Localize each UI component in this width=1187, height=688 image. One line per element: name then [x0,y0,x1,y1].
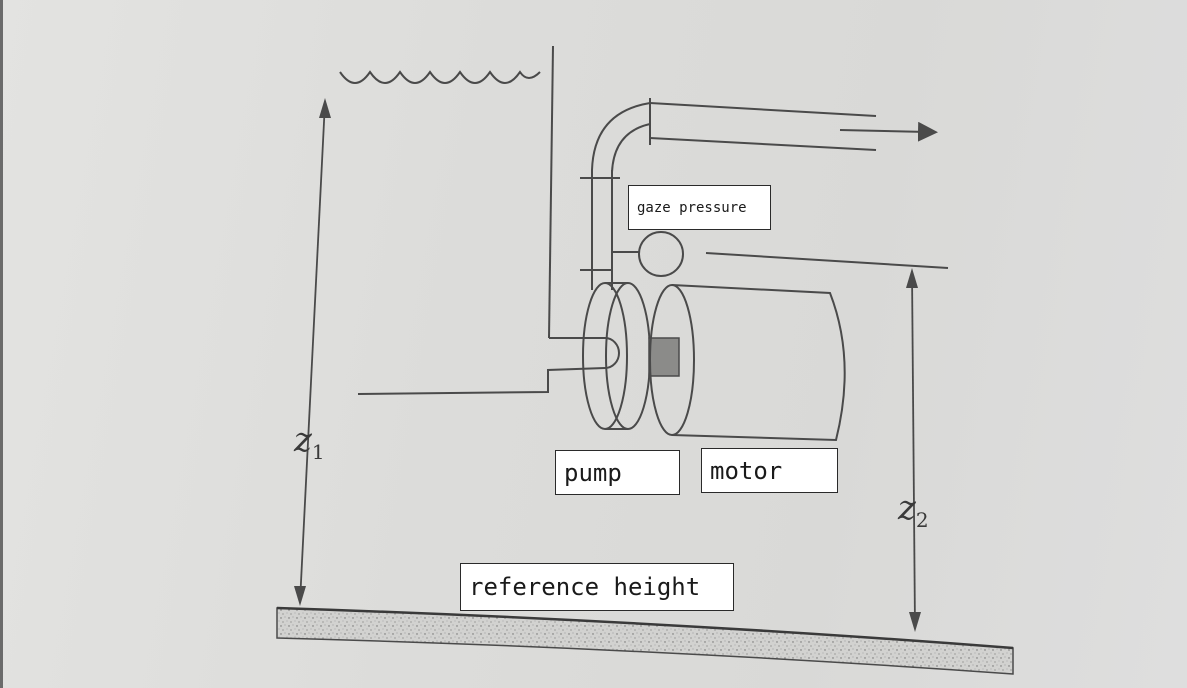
coupling [648,337,680,377]
reference-height-label: reference height [460,563,734,611]
z2-subscript: 2 [915,508,929,532]
pressure-gauge [638,231,684,277]
z2-letter: z [898,488,916,528]
pump-label: pump [555,450,680,495]
z2-label: z2 [898,488,929,532]
z1-subscript: 1 [311,440,325,464]
motor-label: motor [701,448,838,493]
tank-wall [548,45,554,339]
inlet-pipe [549,337,620,369]
z1-dimension [299,101,326,603]
image-edge [0,0,3,688]
z1-label: z1 [294,420,325,464]
z1-letter: z [294,420,312,460]
water-surface [339,70,541,84]
tank-bottom [357,367,606,395]
flow-arrow [839,121,938,142]
z2-dimension [911,271,916,629]
gauge-pressure-label: gaze pressure [628,185,771,230]
